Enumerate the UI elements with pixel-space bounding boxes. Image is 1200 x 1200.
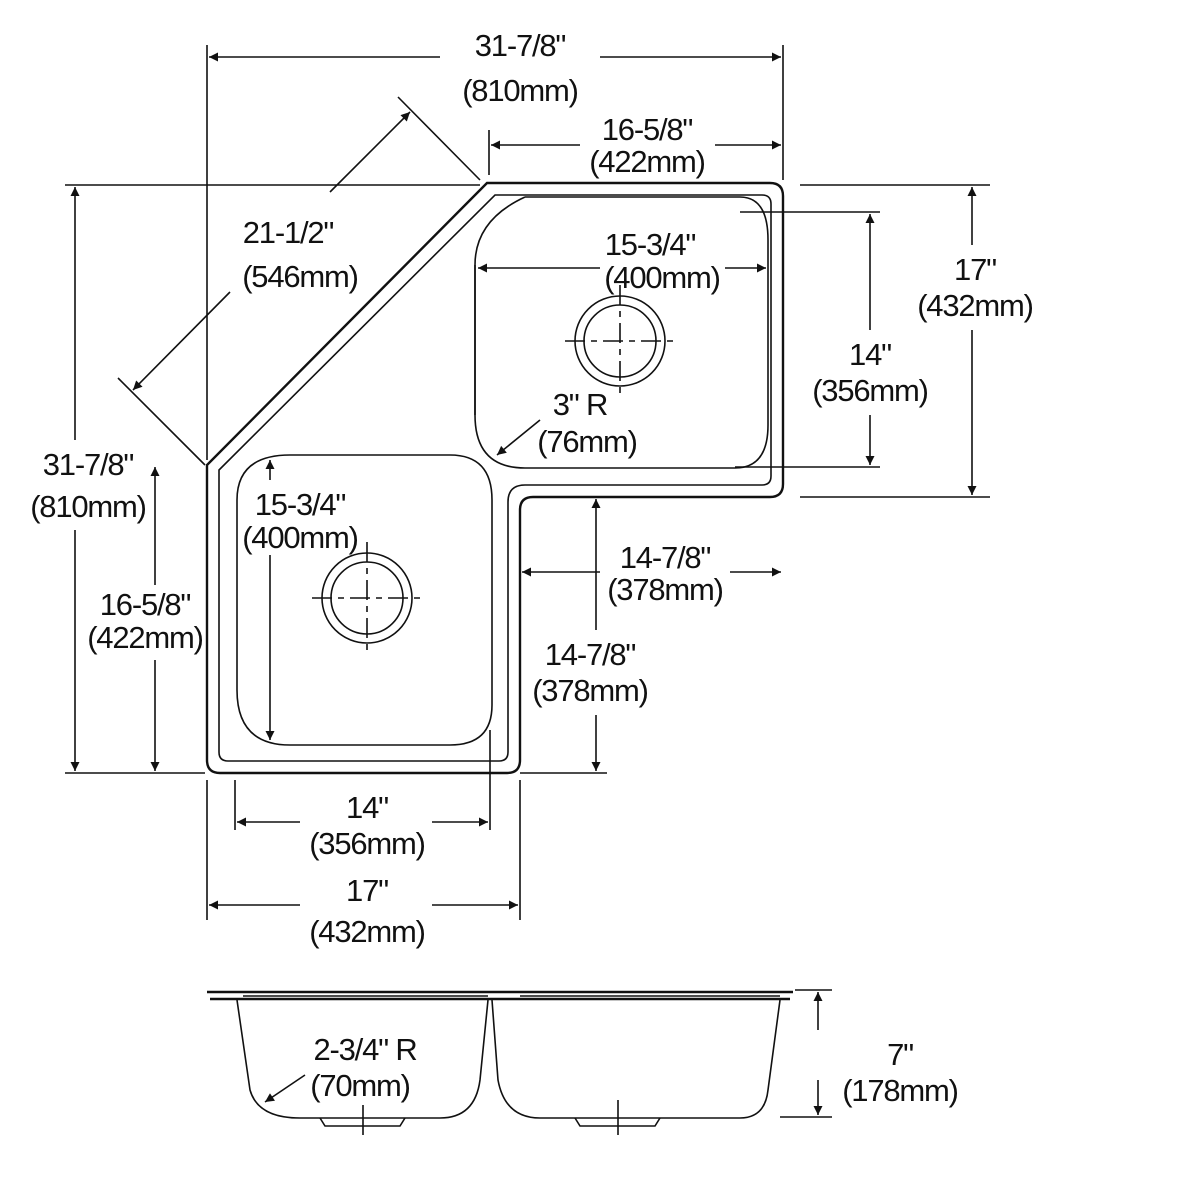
left-lower-height-in: 16-5/8" [100,587,191,622]
right-bowl-width-mm: (400mm) [604,260,720,295]
sink-side-view [207,990,793,1135]
diagonal-mm: (546mm) [242,259,358,294]
sink-plan-outline [205,181,785,775]
depth-in: 7" [887,1037,913,1072]
inner-horizontal-mm: (378mm) [607,572,723,607]
left-height-in: 31-7/8" [43,447,134,482]
left-bowl-width-in: 14" [346,790,388,825]
top-right-width-mm: (422mm) [589,144,705,179]
right-bowl-height-mm: (356mm) [812,373,928,408]
right-bowl-height-in: 14" [849,337,891,372]
diagonal-in: 21-1/2" [243,215,334,250]
left-lower-height-mm: (422mm) [87,620,203,655]
right-height-mm: (432mm) [917,288,1033,323]
left-bowl [236,454,493,746]
depth-mm: (178mm) [842,1073,958,1108]
bottom-radius-in: 2-3/4" R [313,1032,416,1067]
top-width-mm: (810mm) [462,73,578,108]
dimension-lines [70,52,977,1115]
inner-horizontal-in: 14-7/8" [620,540,711,575]
left-bowl-width-mm: (356mm) [309,826,425,861]
left-bowl-length-in: 15-3/4" [255,487,346,522]
dimension-labels: 31-7/8" (810mm) 16-5/8" (422mm) 21-1/2" … [30,28,1034,1108]
corner-radius-in: 3" R [553,387,607,422]
right-height-in: 17" [954,252,996,287]
right-bowl [474,196,769,469]
bottom-radius-mm: (70mm) [310,1068,410,1103]
inner-vertical-mm: (378mm) [532,673,648,708]
bottom-width-in: 17" [346,873,388,908]
left-bowl-length-mm: (400mm) [242,520,358,555]
inner-vertical-in: 14-7/8" [545,637,636,672]
top-width-in: 31-7/8" [475,28,566,63]
left-height-mm: (810mm) [30,489,146,524]
bottom-width-mm: (432mm) [309,914,425,949]
corner-radius-mm: (76mm) [537,424,637,459]
right-bowl-width-in: 15-3/4" [605,227,696,262]
extension-lines [65,45,990,1118]
top-right-width-in: 16-5/8" [602,112,693,147]
